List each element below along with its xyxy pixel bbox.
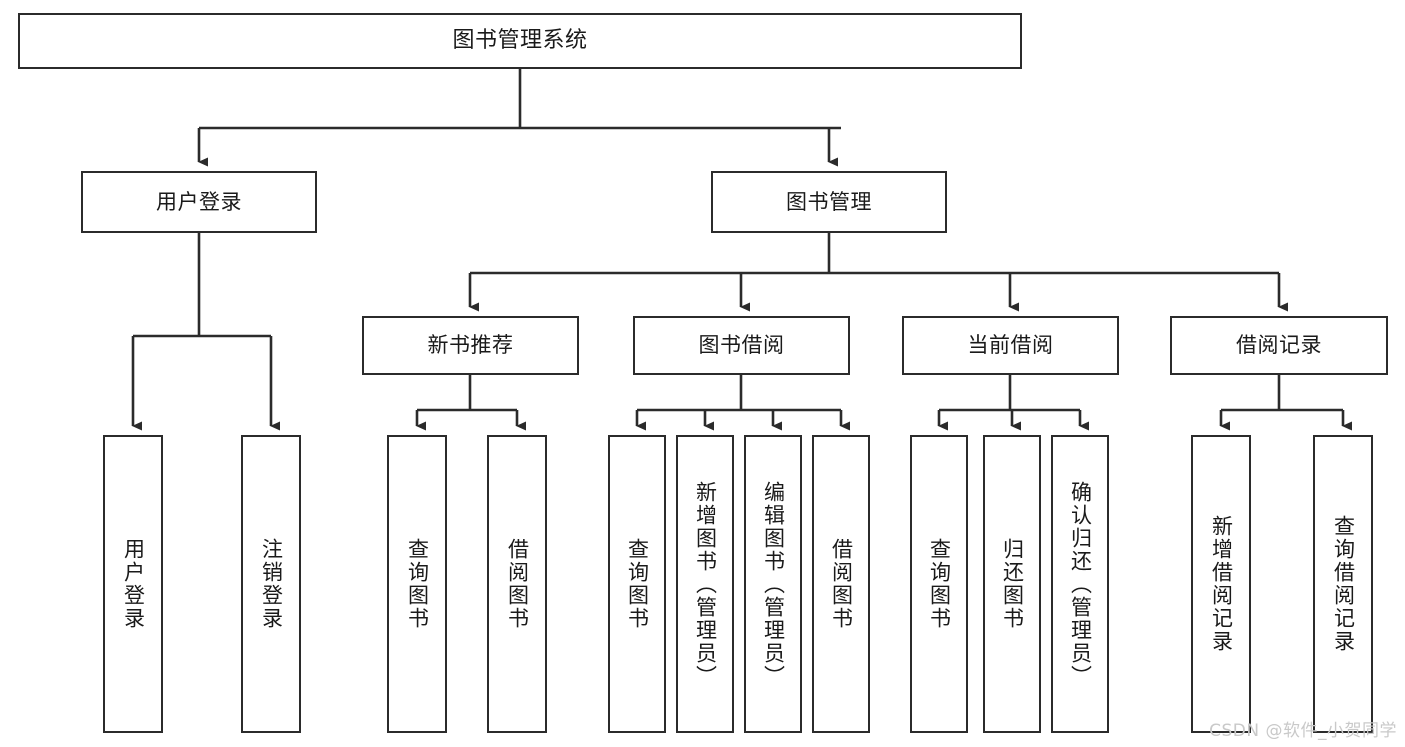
leaf-query-book-3[interactable]: 查询图书 <box>910 435 968 733</box>
leaf-edit-book-label: 编辑图书（管理员） <box>761 480 786 688</box>
leaf-edit-book[interactable]: 编辑图书（管理员） <box>744 435 802 733</box>
leaf-add-book[interactable]: 新增图书（管理员） <box>676 435 734 733</box>
node-book-borrow-label: 图书借阅 <box>698 333 785 358</box>
node-user-login-label: 用户登录 <box>156 189 242 214</box>
node-book-borrow[interactable]: 图书借阅 <box>633 316 850 375</box>
csdn-watermark: CSDN @软件_小贺同学 <box>1209 721 1397 741</box>
node-borrow-record[interactable]: 借阅记录 <box>1170 316 1388 375</box>
leaf-query-book-3-label: 查询图书 <box>927 538 952 630</box>
node-current-borrow[interactable]: 当前借阅 <box>902 316 1119 375</box>
leaf-query-book-2[interactable]: 查询图书 <box>608 435 666 733</box>
leaf-user-login-label: 用户登录 <box>121 538 146 630</box>
leaf-borrow-book-2-label: 借阅图书 <box>829 538 854 630</box>
leaf-query-record-label: 查询借阅记录 <box>1331 515 1356 653</box>
node-root-label: 图书管理系统 <box>452 28 588 54</box>
node-current-borrow-label: 当前借阅 <box>967 333 1054 358</box>
leaf-query-record[interactable]: 查询借阅记录 <box>1313 435 1373 733</box>
leaf-confirm-return-label: 确认归还（管理员） <box>1068 480 1093 688</box>
leaf-add-book-label: 新增图书（管理员） <box>693 480 718 688</box>
node-book-manage-label: 图书管理 <box>786 189 872 214</box>
leaf-query-book-1-label: 查询图书 <box>405 538 430 630</box>
leaf-user-logout-label: 注销登录 <box>259 538 284 630</box>
node-user-login[interactable]: 用户登录 <box>81 171 317 233</box>
leaf-confirm-return[interactable]: 确认归还（管理员） <box>1051 435 1109 733</box>
node-borrow-record-label: 借阅记录 <box>1236 333 1322 358</box>
leaf-return-book-label: 归还图书 <box>1000 538 1025 630</box>
leaf-borrow-book-2[interactable]: 借阅图书 <box>812 435 870 733</box>
leaf-borrow-book-1-label: 借阅图书 <box>505 538 530 630</box>
leaf-return-book[interactable]: 归还图书 <box>983 435 1041 733</box>
node-new-book-recommend[interactable]: 新书推荐 <box>362 316 579 375</box>
leaf-user-logout[interactable]: 注销登录 <box>241 435 301 733</box>
leaf-user-login[interactable]: 用户登录 <box>103 435 163 733</box>
leaf-add-record-label: 新增借阅记录 <box>1209 515 1234 653</box>
leaf-query-book-1[interactable]: 查询图书 <box>387 435 447 733</box>
node-root[interactable]: 图书管理系统 <box>18 13 1022 69</box>
node-book-manage[interactable]: 图书管理 <box>711 171 947 233</box>
leaf-add-record[interactable]: 新增借阅记录 <box>1191 435 1251 733</box>
leaf-borrow-book-1[interactable]: 借阅图书 <box>487 435 547 733</box>
node-new-book-recommend-label: 新书推荐 <box>427 333 514 358</box>
leaf-query-book-2-label: 查询图书 <box>625 538 650 630</box>
